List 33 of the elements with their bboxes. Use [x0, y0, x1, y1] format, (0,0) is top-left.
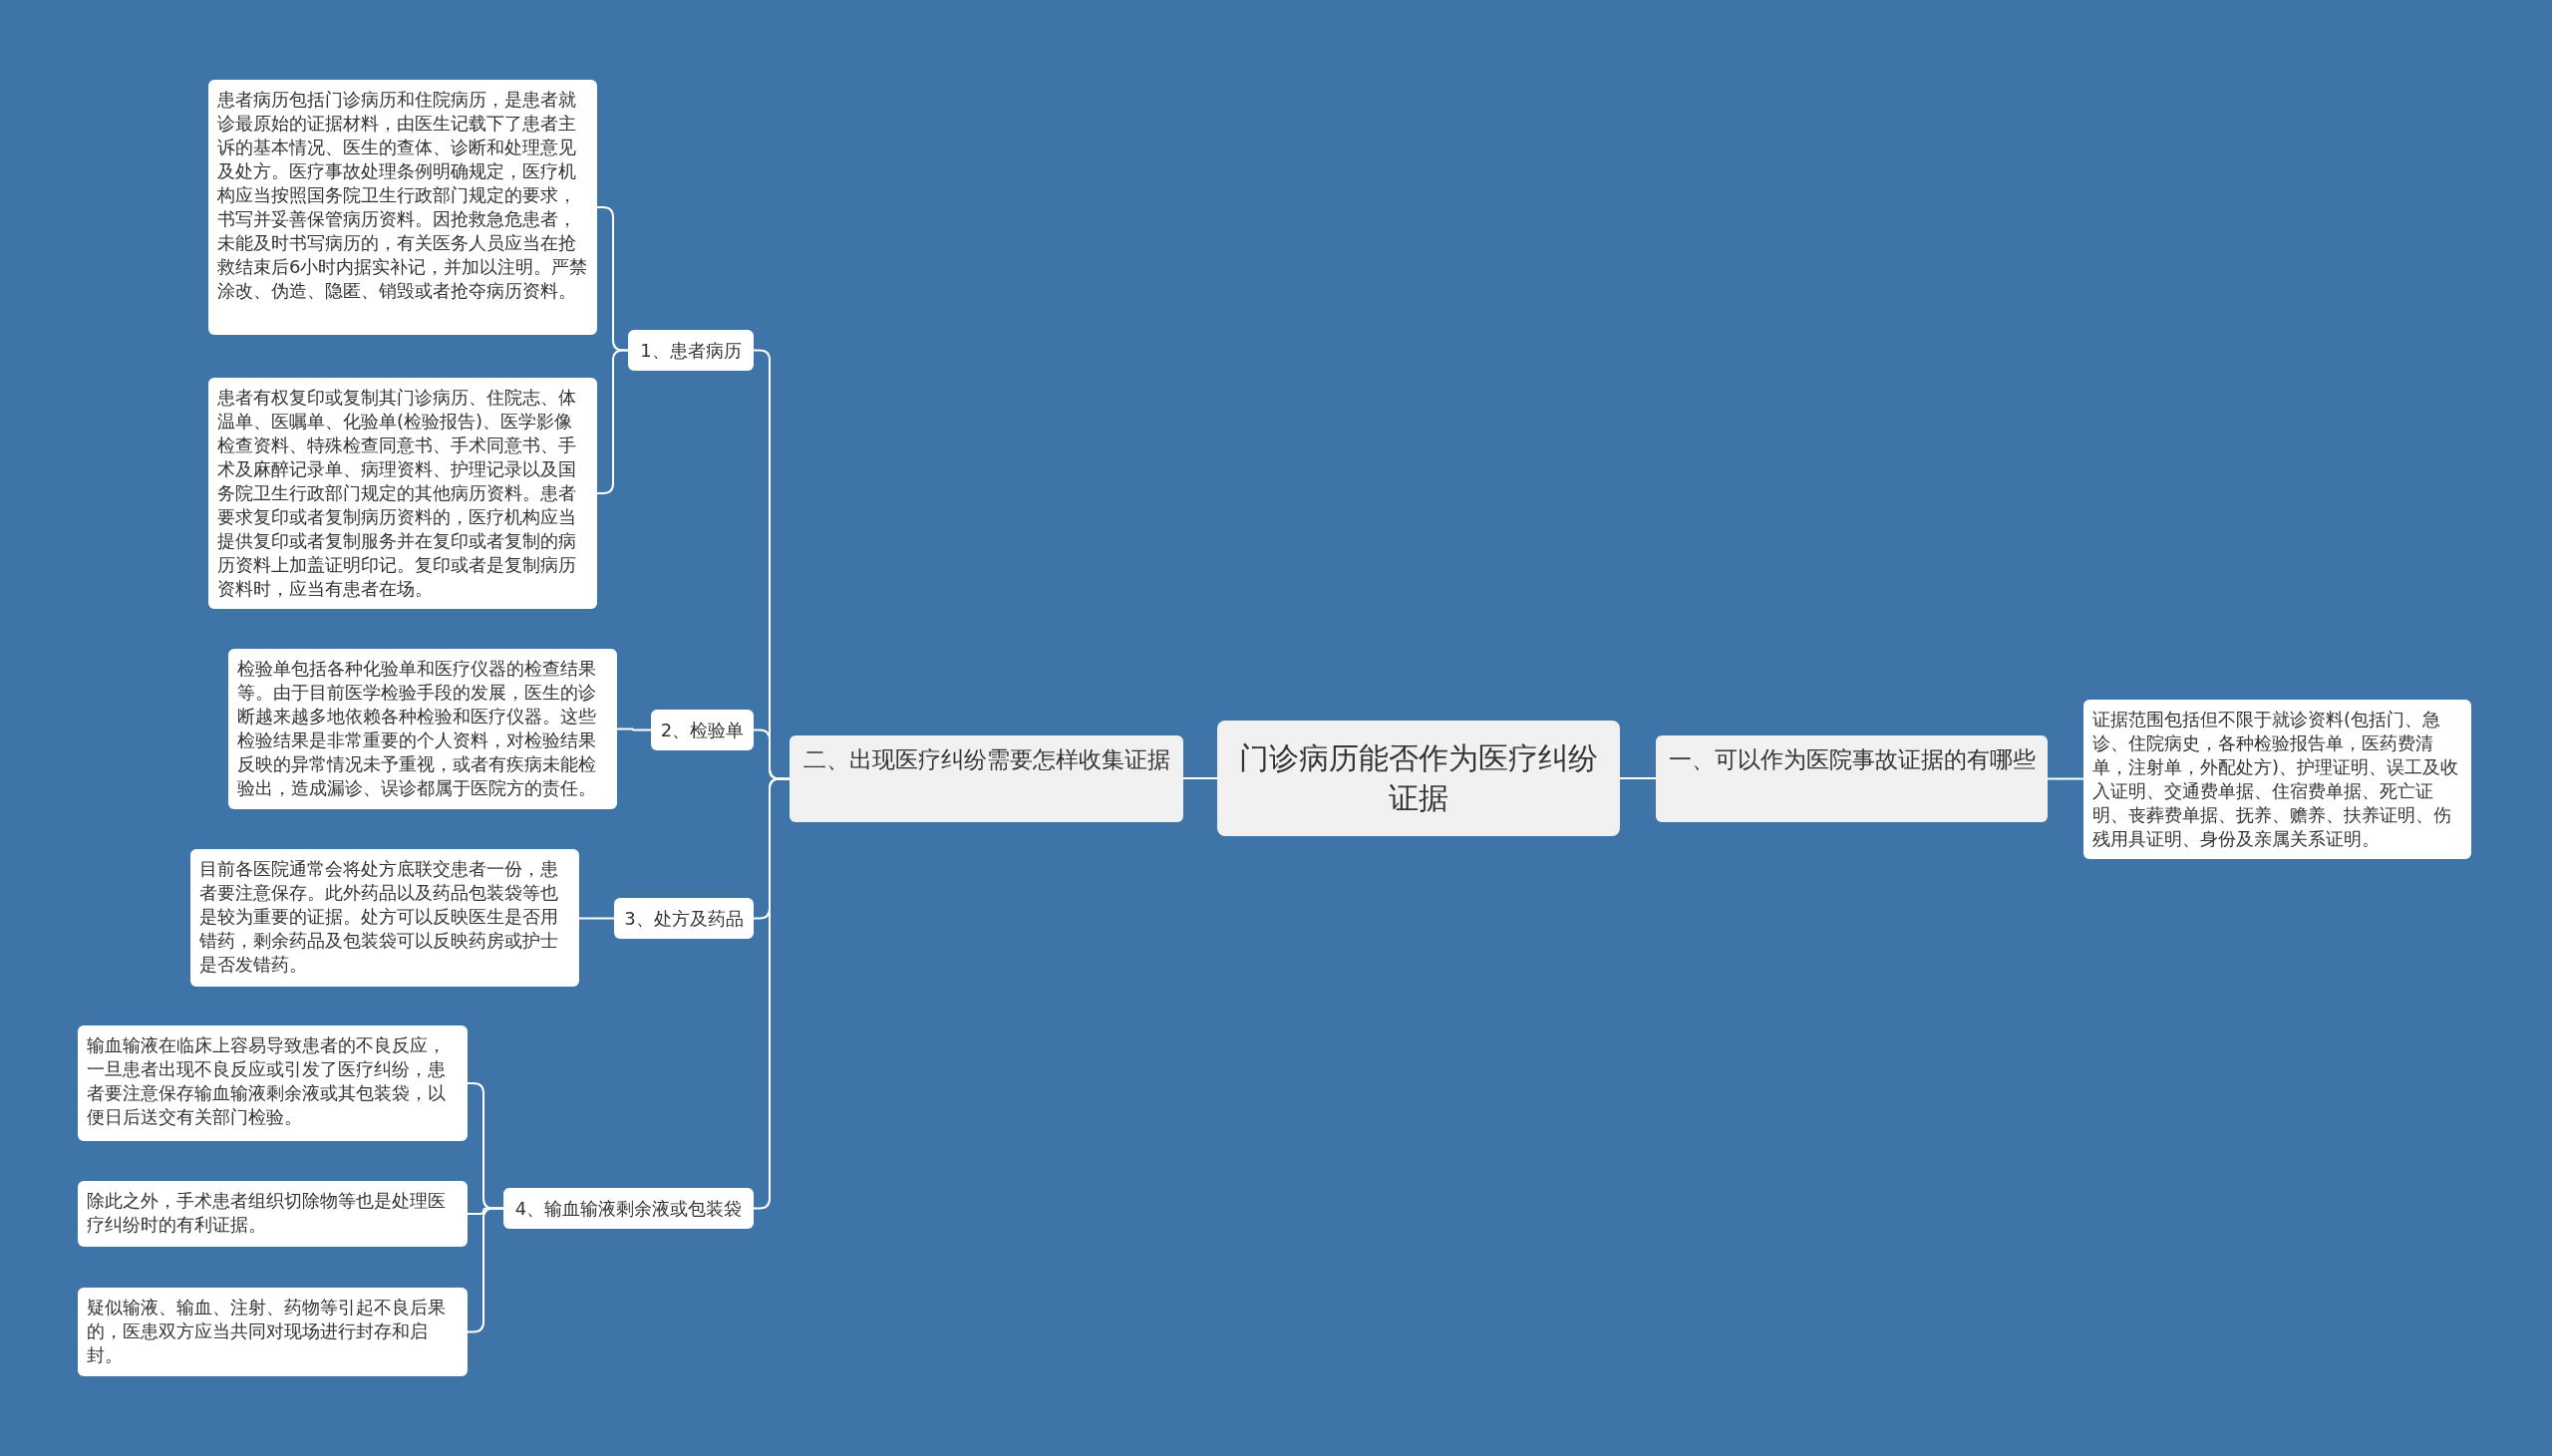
- detail-note: [228, 649, 617, 809]
- topic-text: 证据范围包括但不限于就诊资料(包括门、急诊、住院病史，各种检验报告单，医药费清单，注射单，外配处方)、护理证明、误工及收入证明、交通费单据、住宿费单据、死亡证明、丧葬费单据、抚养、赡养、扶养证明、伤残用具证明、身份及亲属关系证明。: [2092, 708, 2460, 851]
- topic-text: 4、输血输液剩余液或包装袋: [514, 1196, 743, 1221]
- detail-note: [78, 1181, 468, 1247]
- topic-text: 患者病历包括门诊病历和住院病历，是患者就诊最原始的证据材料，由医生记载下了患者主诉的基本情况、医生的查体、诊断和处理意见及处方。医疗事故处理条例明确规定，医疗机构应当按照国务院卫生行政部门规定的要求，书写并妥善保管病历资料。因抢救急危患者，未能及时书写病历的，有关医务人员应当在抢救结束后6小时内据实补记，并加以注明。严禁涂改、伪造、隐匿、销毁或者抢夺病历资料。: [217, 88, 588, 303]
- connector-line: [1182, 777, 1218, 779]
- topic-text: 目前各医院通常会将处方底联交患者一份，患者要注意保存。此外药品以及药品包装袋等也是较为重要的证据。处方可以反映医生是否用错药，剩余药品及包装袋可以反映药房或护士是否发错药。: [199, 857, 559, 977]
- detail-note: [190, 849, 579, 987]
- detail-note: [78, 1288, 468, 1376]
- topic-text: 1、患者病历: [640, 338, 742, 363]
- branch-topic: [1656, 735, 2048, 822]
- topic-text: 输血输液在临床上容易导致患者的不良反应，一旦患者出现不良反应或引发了医疗纠纷，患者要注意保存输血输液剩余液或其包装袋，以便日后送交有关部门检验。: [87, 1033, 447, 1129]
- detail-note: [78, 1025, 468, 1141]
- central-topic: [1217, 721, 1620, 836]
- subtopic: [503, 1188, 754, 1229]
- connector-line: [1619, 777, 1657, 779]
- connector-line: [616, 728, 652, 731]
- topic-text: 门诊病历能否作为医疗纠纷证据: [1238, 739, 1599, 817]
- topic-text: 2、检验单: [660, 718, 745, 742]
- topic-text: 检验单包括各种化验单和医疗仪器的检查结果等。由于目前医学检验手段的发展，医生的诊断越来越多地依赖各种检验和医疗仪器。这些检验结果是非常重要的个人资料，对检验结果反映的异常情况未予重视，或者有疾病未能检验出，造成漏诊、误诊都属于医院方的责任。: [237, 657, 597, 800]
- topic-text: 3、处方及药品: [624, 906, 744, 931]
- topic-text: 一、可以作为医院事故证据的有哪些: [1668, 745, 2036, 774]
- subtopic: [651, 710, 754, 750]
- connector-line: [2047, 777, 2084, 780]
- branch-topic: [790, 735, 1183, 822]
- subtopic: [628, 330, 754, 371]
- subtopic: [614, 898, 754, 939]
- topic-text: 患者有权复印或复制其门诊病历、住院志、体温单、医嘱单、化验单(检验报告)、医学影像检查资料、特殊检查同意书、手术同意书、手术及麻醉记录单、病理资料、护理记录以及国务院卫生行政部门规定的其他病历资料。患者要求复印或者复制病历资料的，医疗机构应当提供复印或者复制服务并在复印或者复制的病历资料上加盖证明印记。复印或者是复制病历资料时，应当有患者在场。: [217, 386, 577, 601]
- topic-text: 除此之外，手术患者组织切除物等也是处理医疗纠纷时的有利证据。: [87, 1189, 447, 1237]
- topic-text: 二、出现医疗纠纷需要怎样收集证据: [802, 745, 1170, 774]
- detail-note: [208, 80, 597, 335]
- connector-line: [578, 917, 615, 920]
- topic-text: 疑似输液、输血、注射、药物等引起不良后果的，医患双方应当共同对现场进行封存和启封。: [87, 1296, 447, 1367]
